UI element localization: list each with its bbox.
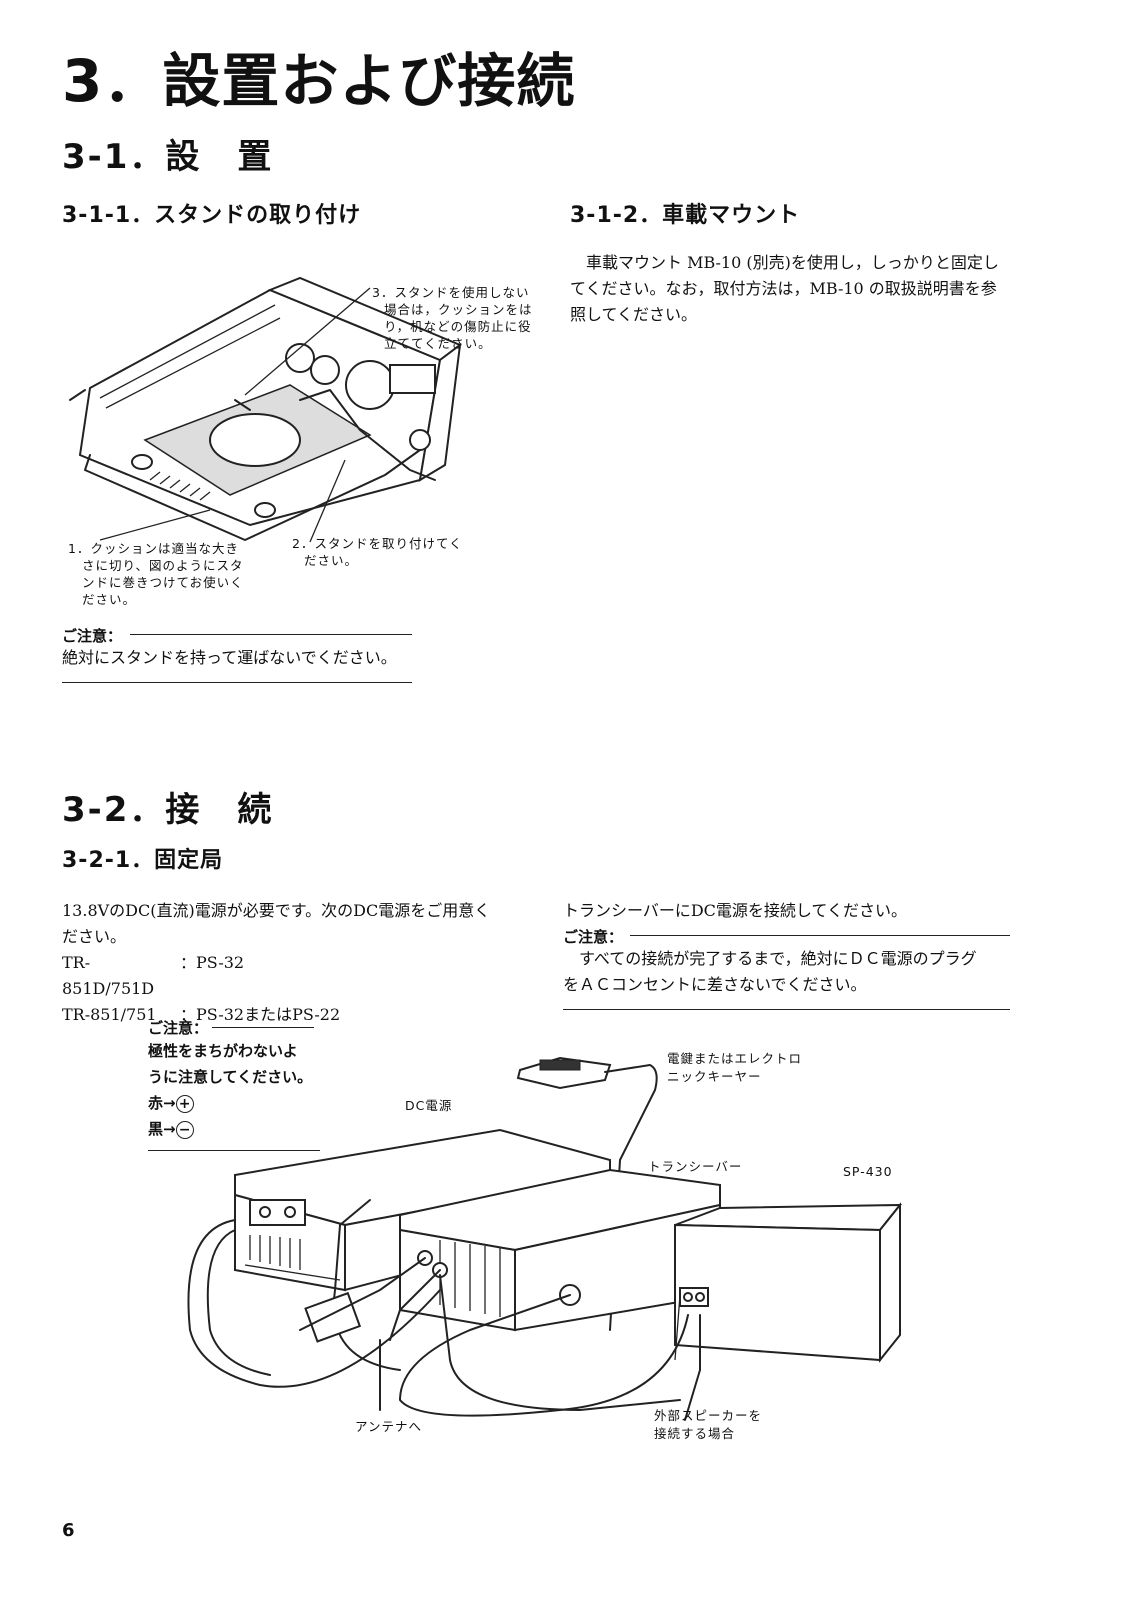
polarity-caution-row: ご注意： (148, 1017, 315, 1038)
dc-power-label: DC電源 (405, 1098, 453, 1113)
car-mount-line-3: 照してください。 (570, 305, 698, 324)
car-mount-text: 車載マウント MB-10 (別売)を使用し，しっかりと固定し てください。なお，… (570, 250, 1030, 328)
callout-1-line-4: ださい。 (82, 592, 137, 607)
dc-supply-text: 13.8VのDC(直流)電源が必要です。次のDC電源をご用意く ださい。 TR-… (62, 898, 532, 1028)
polarity-black-label: 黒→ (148, 1120, 176, 1138)
connect-caution-line-1: すべての接続が完了するまで，絶対にＤＣ電源のプラグ (579, 949, 977, 968)
polarity-red: 赤→+ (148, 1090, 314, 1116)
antenna-label: アンテナへ (355, 1419, 423, 1434)
callout-2: 2．スタンドを取り付けてく ださい。 (292, 535, 463, 569)
polarity-caution-line-1: 極性をまちがわないよ (148, 1042, 298, 1060)
polarity-rule-bottom (148, 1150, 320, 1151)
callout-1-line-3: ンドに巻きつけてお使いく (82, 575, 244, 590)
polarity-red-label: 赤→ (148, 1094, 176, 1112)
minus-icon: − (175, 1120, 194, 1139)
callout-3-line-1: 3．スタンドを使用しない (372, 285, 530, 300)
model-row-2: TR-851/751 ：PS-32またはPS-22 (62, 1002, 532, 1028)
connect-caution-text: すべての接続が完了するまで，絶対にＤＣ電源のプラグ をＡＣコンセントに差さないで… (563, 946, 1023, 998)
page-number: 6 (62, 1520, 75, 1541)
key-label-line-2: ニックキーヤー (667, 1069, 762, 1084)
ext-speaker-label: 外部スピーカーを 接続する場合 (654, 1407, 762, 1443)
polarity-caution-rule (212, 1027, 315, 1028)
polarity-black: 黒→− (148, 1116, 314, 1142)
stand-caution-rule-top (130, 634, 412, 635)
key-label-line-1: 電鍵またはエレクトロ (667, 1051, 803, 1066)
model-name: TR-851/751 (62, 1005, 157, 1024)
key-label: 電鍵またはエレクトロ ニックキーヤー (667, 1050, 802, 1086)
transceiver-label: トランシーバー (648, 1159, 743, 1174)
dc-supply-line-1: 13.8VのDC(直流)電源が必要です。次のDC電源をご用意く (62, 901, 491, 920)
callout-2-line-1: 2．スタンドを取り付けてく (292, 536, 463, 551)
connect-caution-line-2: をＡＣコンセントに差さないでください。 (563, 975, 867, 994)
callout-3-line-2: 場合は，クッションをは (384, 302, 533, 317)
callout-3: 3．スタンドを使用しない 場合は，クッションをは り，机などの傷防止に役 立てて… (372, 284, 533, 352)
ext-speaker-line-2: 接続する場合 (654, 1426, 736, 1441)
section-3-1-1-heading: 3-1-1．スタンドの取り付け (62, 203, 362, 228)
stand-caution-title: ご注意： (62, 627, 123, 645)
stand-illustration (69, 276, 462, 543)
polarity-caution-line-2: うに注意してください。 (148, 1068, 313, 1086)
connect-caution-title: ご注意： (563, 928, 624, 946)
connect-dc-text: トランシーバーにDC電源を接続してください。 (563, 901, 907, 920)
model-supply: ：PS-32またはPS-22 (180, 1005, 341, 1024)
ext-speaker-line-1: 外部スピーカーを (654, 1408, 763, 1423)
callout-1: 1．クッションは適当な大き さに切り、図のようにスタ ンドに巻きつけてお使いく … (68, 540, 244, 608)
car-mount-line-1: 車載マウント MB-10 (別売)を使用し，しっかりと固定し (586, 253, 999, 272)
section-3-1-heading: 3-1．設 置 (62, 137, 274, 177)
stand-caution-text: 絶対にスタンドを持って運ばないでください。 (62, 648, 397, 667)
section-3-1-2-heading: 3-1-2．車載マウント (570, 203, 801, 228)
polarity-note: ご注意： 極性をまちがわないよ うに注意してください。 赤→+ 黒→− (148, 1017, 315, 1142)
model-supply: ：PS-32 (180, 953, 245, 972)
connect-caution-rule-top (630, 935, 1010, 936)
callout-1-line-1: 1．クッションは適当な大き (68, 541, 239, 556)
model-name: TR-851D/751D (62, 953, 155, 998)
callout-3-line-4: 立ててください。 (384, 336, 492, 351)
dc-supply-line-2: ださい。 (62, 927, 127, 946)
callout-3-line-3: り，机などの傷防止に役 (384, 319, 532, 334)
page-title: 3．設置および接続 (62, 47, 576, 115)
callout-2-line-2: ださい。 (304, 553, 359, 568)
connection-diagram (187, 1056, 903, 1421)
polarity-caution-title: ご注意： (148, 1019, 209, 1037)
speaker-model-label: SP-430 (843, 1164, 893, 1179)
car-mount-line-2: てください。なお，取付方法は，MB-10 の取扱説明書を参 (570, 279, 997, 298)
model-row-1: TR-851D/751D ：PS-32 (62, 950, 532, 1002)
plus-icon: + (175, 1094, 194, 1113)
callout-1-line-2: さに切り、図のようにスタ (82, 558, 244, 573)
connect-caution-rule-bottom (563, 1009, 1010, 1010)
stand-caution-rule-bottom (62, 682, 412, 683)
section-3-2-1-heading: 3-2-1．固定局 (62, 848, 224, 873)
section-3-2-heading: 3-2．接 続 (62, 790, 274, 830)
